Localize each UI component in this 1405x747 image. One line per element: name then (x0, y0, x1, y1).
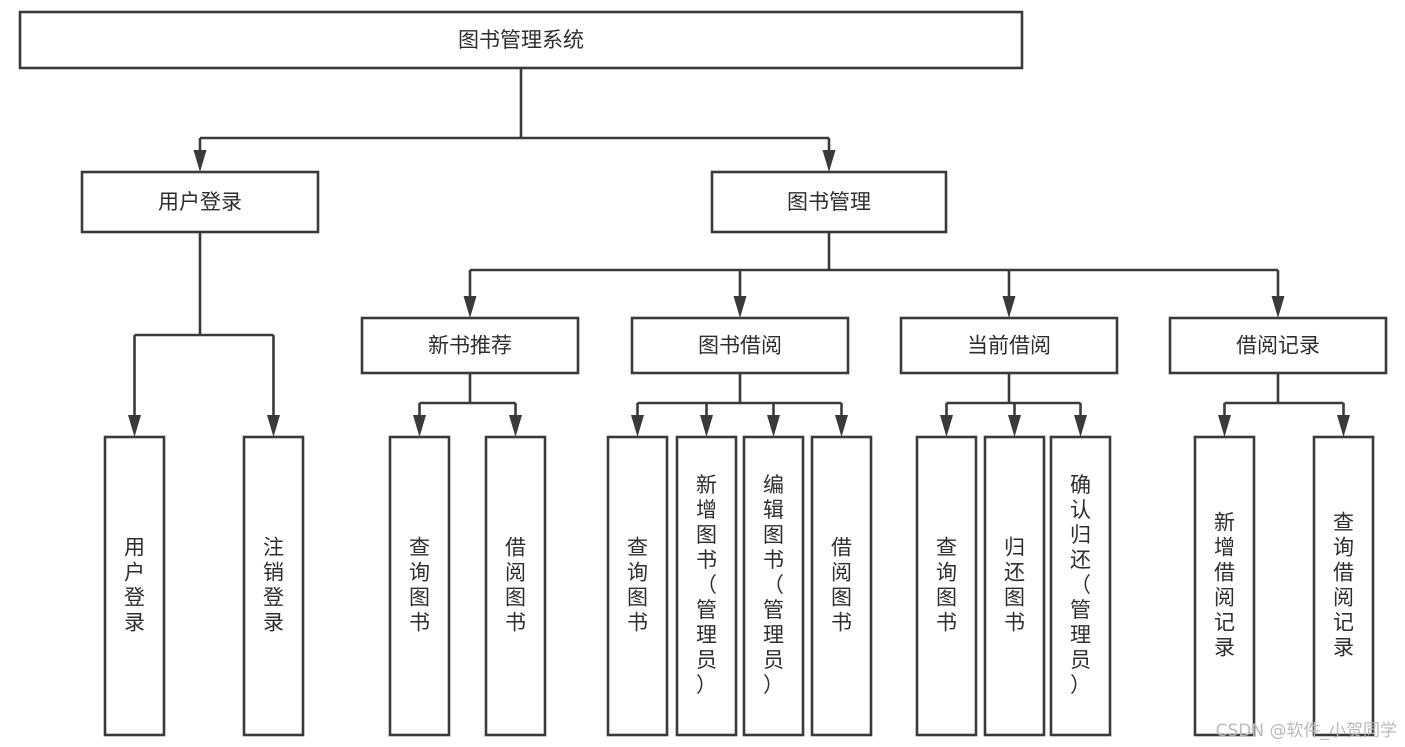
node-box-borrow-record (1168, 316, 1388, 375)
node-label-leaf-query-book-3: 查询图书 (936, 536, 957, 635)
node-leaf-edit-book[interactable]: 编辑图书（管理员） (742, 435, 805, 737)
node-user-login[interactable]: 用户登录 (80, 170, 320, 234)
node-label-user-login: 用户登录 (158, 190, 242, 214)
node-label-leaf-borrow-book-2: 借阅图书 (831, 536, 852, 635)
node-label-leaf-logout: 注销登录 (263, 536, 284, 635)
node-box-leaf-return-book (983, 435, 1046, 737)
node-label-leaf-query-record: 查询借阅记录 (1333, 511, 1354, 660)
node-box-leaf-query-book-3 (915, 435, 978, 737)
node-box-leaf-borrow-book-1 (484, 435, 547, 737)
node-label-book-borrow: 图书借阅 (698, 334, 782, 358)
node-label-leaf-add-record: 新增借阅记录 (1214, 511, 1235, 660)
node-box-root (18, 10, 1024, 70)
node-box-leaf-logout (242, 435, 305, 737)
node-label-leaf-add-book: 新增图书（管理员） (696, 473, 717, 697)
node-box-new-book-recommend (360, 316, 580, 375)
node-box-leaf-query-book-2 (606, 435, 669, 737)
node-label-leaf-borrow-book-1: 借阅图书 (505, 536, 526, 635)
node-label-leaf-user-login: 用户登录 (124, 536, 145, 635)
node-leaf-borrow-book-1[interactable]: 借阅图书 (484, 435, 547, 737)
node-box-user-login (80, 170, 320, 234)
node-box-leaf-query-book-1 (388, 435, 451, 737)
node-leaf-logout[interactable]: 注销登录 (242, 435, 305, 737)
node-leaf-confirm-return[interactable]: 确认归还（管理员） (1049, 435, 1112, 737)
node-layer: 图书管理系统用户登录图书管理新书推荐图书借阅当前借阅借阅记录用户登录注销登录查询… (18, 10, 1388, 737)
node-leaf-query-book-1[interactable]: 查询图书 (388, 435, 451, 737)
node-label-leaf-confirm-return: 确认归还（管理员） (1070, 473, 1091, 697)
node-label-book-manage: 图书管理 (787, 190, 871, 214)
node-box-leaf-query-record (1312, 435, 1375, 737)
node-box-leaf-add-book (675, 435, 738, 737)
node-current-borrow[interactable]: 当前借阅 (899, 316, 1119, 375)
node-box-leaf-edit-book (742, 435, 805, 737)
node-leaf-user-login[interactable]: 用户登录 (103, 435, 166, 737)
node-label-root: 图书管理系统 (458, 28, 584, 52)
node-box-leaf-user-login (103, 435, 166, 737)
node-label-leaf-query-book-2: 查询图书 (627, 536, 648, 635)
node-label-current-borrow: 当前借阅 (967, 334, 1051, 358)
node-box-leaf-confirm-return (1049, 435, 1112, 737)
connector-layer (128, 68, 1350, 437)
node-label-new-book-recommend: 新书推荐 (428, 334, 512, 358)
node-leaf-query-book-3[interactable]: 查询图书 (915, 435, 978, 737)
node-book-borrow[interactable]: 图书借阅 (630, 316, 850, 375)
node-leaf-query-book-2[interactable]: 查询图书 (606, 435, 669, 737)
node-box-book-manage (710, 170, 948, 234)
node-leaf-return-book[interactable]: 归还图书 (983, 435, 1046, 737)
node-leaf-add-record[interactable]: 新增借阅记录 (1193, 435, 1256, 737)
node-box-book-borrow (630, 316, 850, 375)
node-leaf-query-record[interactable]: 查询借阅记录 (1312, 435, 1375, 737)
node-label-leaf-query-book-1: 查询图书 (409, 536, 430, 635)
node-label-borrow-record: 借阅记录 (1236, 334, 1320, 358)
node-new-book-recommend[interactable]: 新书推荐 (360, 316, 580, 375)
node-borrow-record[interactable]: 借阅记录 (1168, 316, 1388, 375)
node-box-current-borrow (899, 316, 1119, 375)
node-leaf-borrow-book-2[interactable]: 借阅图书 (810, 435, 873, 737)
node-label-leaf-return-book: 归还图书 (1004, 536, 1025, 635)
node-box-leaf-add-record (1193, 435, 1256, 737)
node-book-manage[interactable]: 图书管理 (710, 170, 948, 234)
node-leaf-add-book[interactable]: 新增图书（管理员） (675, 435, 738, 737)
node-box-leaf-borrow-book-2 (810, 435, 873, 737)
node-root[interactable]: 图书管理系统 (18, 10, 1024, 70)
node-label-leaf-edit-book: 编辑图书（管理员） (763, 473, 784, 697)
